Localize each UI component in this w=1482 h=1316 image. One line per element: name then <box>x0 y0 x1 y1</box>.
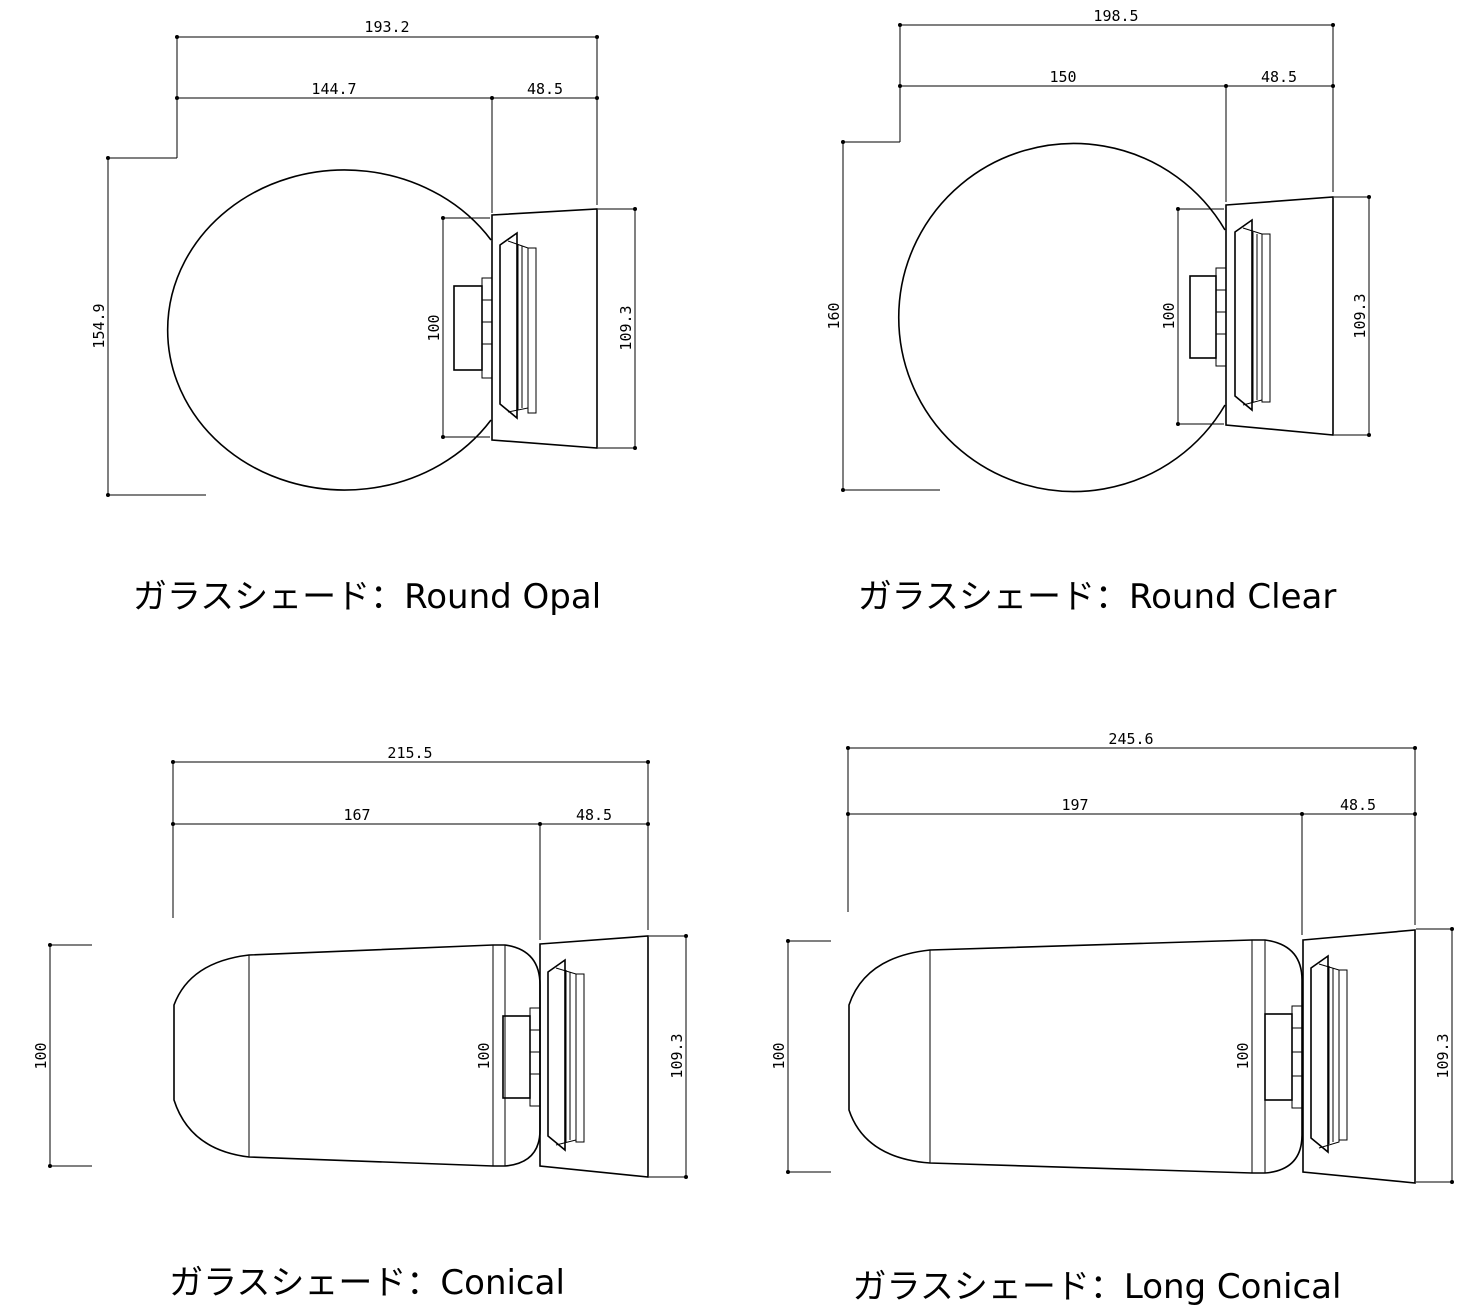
dim-total: 215.5 <box>387 744 432 762</box>
dim-total: 198.5 <box>1093 7 1138 25</box>
socket-collar <box>1310 954 1348 1154</box>
socket-collar <box>1234 218 1271 412</box>
base-plate <box>491 208 598 449</box>
caption: ガラスシェード：Conical <box>169 1263 565 1303</box>
dimension-lines <box>48 760 688 1179</box>
drawing-conical: 215.5 167 48.5 100 100 109.3 ガラスシェード：Con… <box>32 744 688 1303</box>
caption: ガラスシェード：Round Opal <box>133 577 601 617</box>
dim-base-height: 109.3 <box>1351 293 1369 338</box>
dimension-lines <box>786 746 1454 1184</box>
socket-collar <box>499 231 537 420</box>
dim-base-height: 109.3 <box>668 1033 686 1078</box>
caption: ガラスシェード：Round Clear <box>858 577 1337 617</box>
dim-height: 100 <box>770 1042 788 1069</box>
dim-height: 100 <box>32 1042 50 1069</box>
dimension-lines <box>106 35 637 497</box>
dim-shade: 197 <box>1061 796 1088 814</box>
dim-neck: 100 <box>425 314 443 341</box>
dim-shade: 167 <box>343 806 370 824</box>
dim-height: 160 <box>825 302 843 329</box>
drawing-round-clear: 198.5 150 48.5 160 100 109.3 ガラスシェード：Rou… <box>825 7 1371 617</box>
dim-base-height: 109.3 <box>1434 1033 1452 1078</box>
base-plate <box>1302 929 1416 1184</box>
dim-base: 48.5 <box>576 806 612 824</box>
socket <box>1189 267 1227 367</box>
dim-base: 48.5 <box>1261 68 1297 86</box>
socket <box>453 277 493 379</box>
dim-shade: 150 <box>1049 68 1076 86</box>
dim-base-height: 109.3 <box>617 305 635 350</box>
dimension-lines <box>841 23 1371 492</box>
base-plate <box>539 935 649 1178</box>
dim-neck: 100 <box>1234 1042 1252 1069</box>
dim-height: 154.9 <box>90 303 108 348</box>
dim-neck: 100 <box>1160 302 1178 329</box>
base-plate <box>1225 196 1334 436</box>
dim-base: 48.5 <box>1340 796 1376 814</box>
socket <box>1264 1005 1303 1109</box>
dim-base: 48.5 <box>527 80 563 98</box>
round-shade-outline <box>897 142 1226 493</box>
round-shade-outline <box>166 169 492 491</box>
socket <box>502 1007 541 1107</box>
dim-neck: 100 <box>475 1042 493 1069</box>
drawing-round-opal: 193.2 144.7 48.5 154.9 100 109.3 ガラスシェード… <box>90 18 637 617</box>
dim-shade: 144.7 <box>311 80 356 98</box>
socket-collar <box>547 958 585 1152</box>
caption: ガラスシェード：Long Conical <box>853 1267 1342 1307</box>
dim-total: 245.6 <box>1108 730 1153 748</box>
dim-total: 193.2 <box>364 18 409 36</box>
drawing-long-conical: 245.6 197 48.5 100 100 109.3 ガラスシェード：Lon… <box>770 730 1454 1307</box>
